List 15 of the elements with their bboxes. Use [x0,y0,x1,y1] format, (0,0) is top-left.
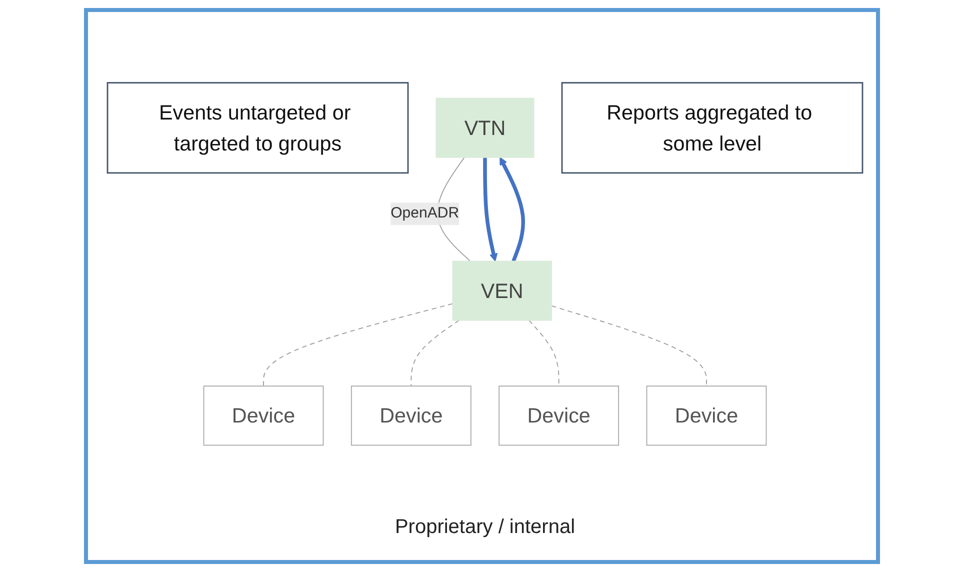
node-box: VEN [452,260,552,321]
node-box: Device [203,386,324,446]
node-box: Events untargeted or targeted to groups [106,82,409,174]
connector [551,305,707,387]
node-box: Device [498,386,620,446]
arrow [483,157,498,262]
node-box: Device [646,386,767,446]
connector [263,303,454,387]
arrow [500,157,525,262]
node-box: Device [350,386,472,446]
connector [410,320,460,387]
connection-note: Proprietary / internal [394,516,576,538]
edge-label: OpenADR [390,205,460,222]
node-box: VTN [436,98,534,158]
node-box: Reports aggregated to some level [561,82,864,174]
